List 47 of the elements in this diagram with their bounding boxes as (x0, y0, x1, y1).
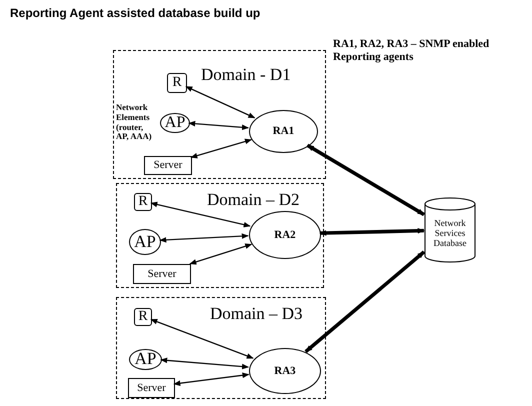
node-label: R (138, 309, 148, 325)
router-box (167, 73, 187, 93)
arrow (319, 228, 425, 236)
arrow (159, 233, 249, 243)
database-cylinder (424, 197, 476, 263)
node-label: RA3 (274, 364, 296, 378)
arrow (188, 120, 249, 130)
domain-title: Domain - D1 (201, 65, 291, 85)
note-text: RA1, RA2, RA3 – SNMP enabled Reporting agents (333, 38, 490, 64)
domain-title: Domain – D2 (207, 190, 300, 210)
arrow (306, 144, 425, 216)
router-box (134, 308, 152, 326)
arrow (160, 358, 249, 370)
ellipse-node (249, 110, 318, 153)
router-box (134, 193, 152, 211)
server-box (133, 264, 191, 284)
node-label: Server (154, 159, 182, 172)
domain-box (116, 297, 326, 399)
node-label: Network Services Database (432, 219, 468, 249)
domain-box (113, 50, 326, 179)
node-label: AP (134, 232, 156, 252)
arrow (173, 372, 250, 386)
note-text: Network Elements (router, AP, AAA) (116, 103, 153, 142)
domain-title: Domain – D3 (210, 304, 303, 324)
arrow (190, 138, 252, 158)
node-label: R (138, 194, 148, 210)
node-label: R (172, 75, 182, 91)
node-label: AP (134, 350, 156, 369)
domain-box (116, 183, 324, 288)
arrow (150, 202, 251, 228)
diagram-title: Reporting Agent assisted database build up (10, 6, 260, 20)
arrow (189, 244, 252, 265)
ellipse-node (249, 348, 321, 394)
node-label: Server (137, 382, 166, 394)
ellipse-node (160, 113, 190, 133)
node-label: Server (148, 268, 176, 280)
ellipse-node (249, 211, 321, 259)
arrow (185, 86, 256, 118)
server-box (144, 156, 192, 175)
node-label: AP (164, 114, 186, 132)
arrow (150, 318, 254, 359)
node-label: RA2 (274, 228, 296, 242)
node-label: RA1 (272, 125, 294, 138)
ellipse-node (129, 229, 161, 255)
server-box (128, 378, 175, 398)
ellipse-node (129, 349, 162, 370)
arrow (304, 250, 426, 354)
